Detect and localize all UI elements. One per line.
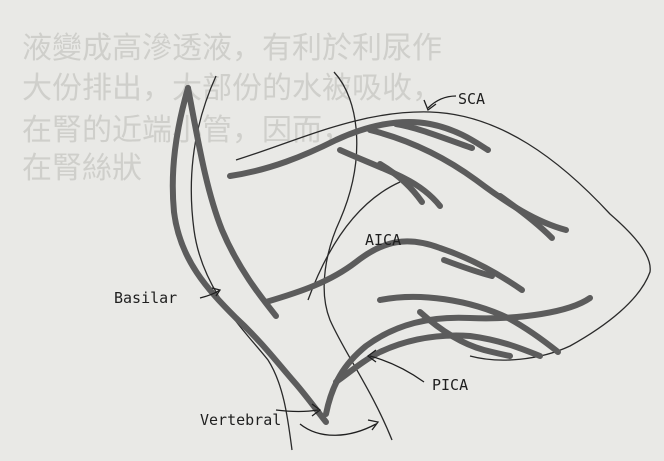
label-aica: AICA [365, 233, 401, 248]
cerebellum-outline [236, 112, 650, 360]
sca-branch-4 [500, 196, 552, 238]
bleed-line-3: 在腎的近端小管，因而， [22, 113, 352, 148]
label-sca: SCA [458, 92, 485, 107]
bleed-line-2: 大份排出，大部份的水被吸收， [22, 71, 442, 106]
sca-branch-1 [340, 150, 440, 206]
vertebral-curve-arrow [300, 424, 376, 435]
label-pica: PICA [432, 378, 468, 393]
pica-leader [370, 356, 424, 382]
label-basilar: Basilar [114, 291, 177, 306]
bleed-line-4: 在腎絲狀 [22, 151, 142, 186]
label-vertebral: Vertebral [200, 413, 281, 428]
vertebral-artery-right [326, 298, 590, 414]
vertebral-leader [276, 410, 318, 412]
bleed-line-1: 液變成高滲透液，有利於利尿作 [22, 31, 442, 66]
